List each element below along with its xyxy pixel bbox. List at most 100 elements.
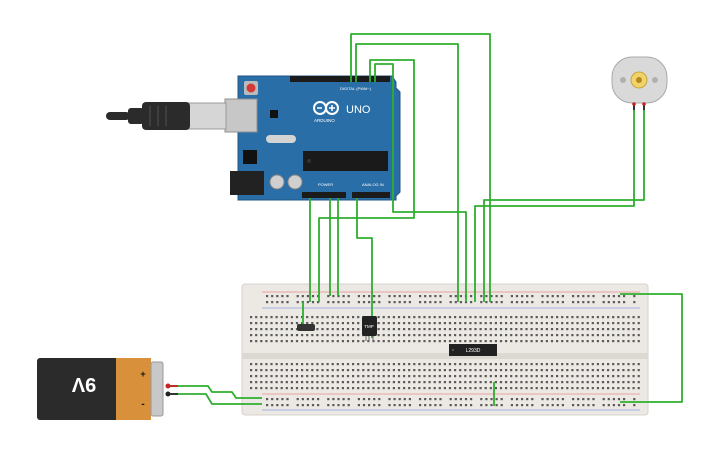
breadboard-hole <box>561 387 564 390</box>
breadboard-hole <box>541 301 544 304</box>
l293d-label: L293D <box>466 348 481 354</box>
breadboard-hole <box>275 340 278 343</box>
breadboard-hole <box>494 340 497 343</box>
breadboard-hole <box>321 381 324 384</box>
breadboard-hole <box>377 375 380 378</box>
breadboard-hole <box>499 369 503 372</box>
dc-motor-icon[interactable] <box>611 56 668 110</box>
l293d-chip[interactable]: L293D <box>449 344 497 356</box>
breadboard-hole <box>464 404 468 407</box>
wire <box>350 33 491 302</box>
breadboard-hole <box>260 387 263 390</box>
breadboard-hole <box>418 369 421 372</box>
breadboard-hole <box>520 381 523 384</box>
breadboard-hole <box>397 363 401 366</box>
breadboard-hole <box>515 334 518 337</box>
arduino-uno-board[interactable]: UNO ARDUINO DIGITAL (PWM~) POWER ANALOG … <box>224 75 401 201</box>
breadboard-hole <box>490 295 493 298</box>
breadboard-hole <box>336 328 339 331</box>
breadboard-hole <box>311 295 315 298</box>
breadboard-hole <box>352 375 355 378</box>
breadboard-hole <box>623 398 626 401</box>
breadboard-hole <box>392 340 395 343</box>
breadboard[interactable] <box>241 283 649 416</box>
breadboard-hole <box>470 398 473 401</box>
breadboard-hole <box>255 316 258 319</box>
power-header[interactable] <box>302 192 346 198</box>
breadboard-hole <box>260 316 263 319</box>
breadboard-hole <box>311 381 314 384</box>
breadboard-hole <box>301 369 304 372</box>
breadboard-hole <box>632 334 635 337</box>
breadboard-hole <box>285 328 288 331</box>
breadboard-hole <box>378 301 381 304</box>
breadboard-hole <box>601 387 605 390</box>
breadboard-hole <box>326 316 329 319</box>
battery-9v-icon[interactable]: 9V + - <box>37 358 171 420</box>
breadboard-hole <box>423 375 426 378</box>
breadboard-hole <box>550 316 554 319</box>
tmp-sensor[interactable]: TMP <box>362 316 377 341</box>
breadboard-hole <box>337 295 340 298</box>
breadboard-hole <box>545 381 548 384</box>
breadboard-hole <box>337 404 340 407</box>
breadboard-hole <box>540 334 543 337</box>
breadboard-hole <box>484 387 487 390</box>
digital-header[interactable] <box>290 76 390 82</box>
breadboard-hole <box>531 295 534 298</box>
breadboard-hole <box>429 295 432 298</box>
breadboard-hole <box>505 369 508 372</box>
analog-header[interactable] <box>352 192 390 198</box>
breadboard-hole <box>373 398 376 401</box>
resistor[interactable] <box>297 324 315 331</box>
breadboard-hole <box>357 322 360 325</box>
breadboard-hole <box>489 340 492 343</box>
breadboard-hole <box>331 381 334 384</box>
breadboard-hole <box>408 334 411 337</box>
breadboard-hole <box>510 387 513 390</box>
breadboard-hole <box>576 387 579 390</box>
breadboard-hole <box>346 363 350 366</box>
breadboard-hole <box>581 316 584 319</box>
breadboard-hole <box>398 398 401 401</box>
breadboard-hole <box>342 295 345 298</box>
breadboard-hole <box>556 334 559 337</box>
breadboard-hole <box>382 375 385 378</box>
breadboard-hole <box>331 340 334 343</box>
breadboard-hole <box>423 369 426 372</box>
breadboard-hole <box>428 387 431 390</box>
breadboard-hole <box>617 334 620 337</box>
breadboard-hole <box>265 363 268 366</box>
breadboard-hole <box>592 295 595 298</box>
breadboard-hole <box>622 328 625 331</box>
breadboard-hole <box>275 328 278 331</box>
breadboard-hole <box>301 375 304 378</box>
breadboard-hole <box>484 334 487 337</box>
breadboard-hole <box>250 381 253 384</box>
breadboard-hole <box>494 387 497 390</box>
power-jack <box>230 171 264 195</box>
wire <box>170 393 262 405</box>
breadboard-hole <box>403 375 406 378</box>
breadboard-hole <box>316 387 319 390</box>
breadboard-hole <box>505 381 508 384</box>
breadboard-hole <box>566 328 569 331</box>
breadboard-hole <box>413 316 416 319</box>
breadboard-hole <box>469 375 472 378</box>
breadboard-hole <box>250 363 253 366</box>
breadboard-hole <box>540 322 543 325</box>
breadboard-hole <box>301 398 304 401</box>
breadboard-hole <box>540 328 543 331</box>
breadboard-hole <box>438 322 441 325</box>
breadboard-hole <box>336 387 339 390</box>
breadboard-hole <box>607 322 610 325</box>
breadboard-hole <box>346 316 350 319</box>
breadboard-hole <box>398 295 401 298</box>
breadboard-hole <box>346 340 350 343</box>
breadboard-hole <box>372 375 375 378</box>
breadboard-hole <box>388 301 391 304</box>
breadboard-hole <box>428 363 431 366</box>
breadboard-hole <box>556 301 559 304</box>
breadboard-hole <box>556 328 559 331</box>
breadboard-hole <box>586 316 589 319</box>
